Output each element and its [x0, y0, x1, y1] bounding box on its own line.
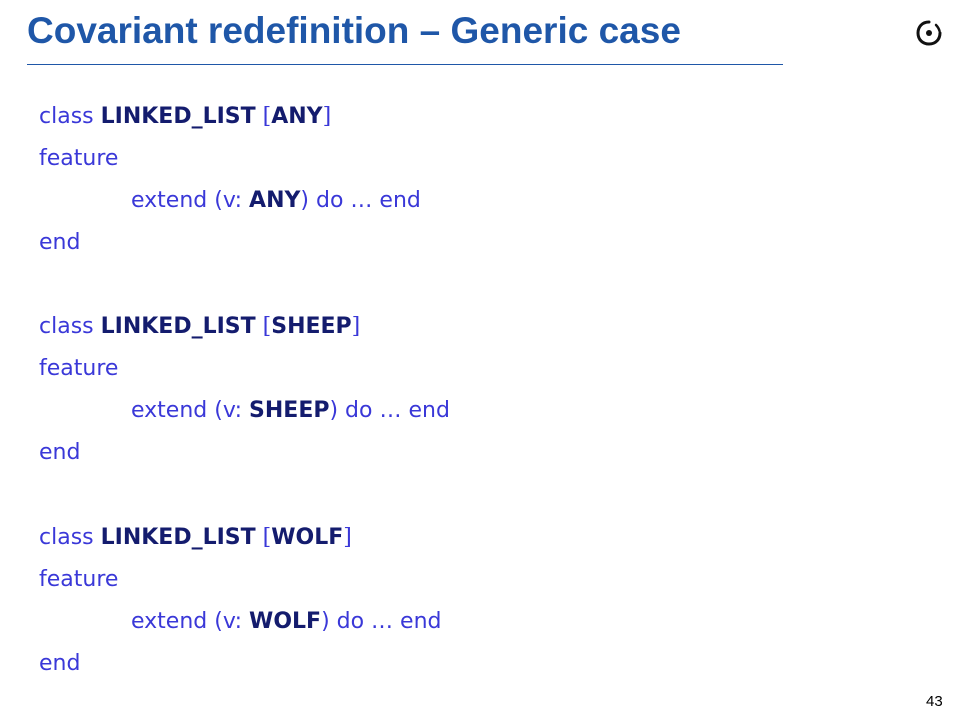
open-bracket: [ [262, 104, 272, 129]
keyword-end: end [39, 440, 81, 465]
generic-parameter: ANY [271, 104, 323, 129]
extend-signature: extend (v: [131, 609, 243, 634]
class-name: LINKED_LIST [100, 525, 256, 550]
class-name: LINKED_LIST [100, 104, 256, 129]
class-name: LINKED_LIST [100, 314, 256, 339]
keyword-class: class [39, 525, 94, 550]
extend-signature: extend (v: [131, 398, 243, 423]
class-declaration-line: class LINKED_LIST [ANY] [39, 102, 331, 132]
end-line: end [39, 228, 80, 258]
close-bracket: ] [351, 314, 361, 339]
routine-body: ) do … end [300, 188, 421, 213]
argument-type: WOLF [249, 609, 322, 634]
feature-line: feature [39, 144, 118, 174]
slide-title: Covariant redefinition – Generic case [27, 10, 681, 51]
title-underline [27, 64, 783, 65]
extend-routine-line: extend (v: WOLF) do … end [131, 607, 442, 637]
generic-parameter: WOLF [271, 525, 344, 550]
routine-body: ) do … end [321, 609, 442, 634]
keyword-feature: feature [39, 567, 119, 592]
extend-signature: extend (v: [131, 188, 243, 213]
open-bracket: [ [262, 525, 272, 550]
keyword-class: class [39, 314, 94, 339]
end-line: end [39, 438, 80, 468]
keyword-feature: feature [39, 146, 119, 171]
extend-routine-line: extend (v: ANY) do … end [131, 186, 421, 216]
argument-type: ANY [249, 188, 301, 213]
end-line: end [39, 649, 80, 679]
generic-parameter: SHEEP [271, 314, 352, 339]
feature-line: feature [39, 565, 118, 595]
close-bracket: ] [322, 104, 332, 129]
routine-body: ) do … end [329, 398, 450, 423]
keyword-feature: feature [39, 356, 119, 381]
code-listing: class LINKED_LIST [ANY] feature extend (… [39, 0, 919, 720]
class-declaration-line: class LINKED_LIST [SHEEP] [39, 312, 360, 342]
open-bracket: [ [262, 314, 272, 339]
extend-routine-line: extend (v: SHEEP) do … end [131, 396, 450, 426]
page-number: 43 [926, 693, 943, 710]
keyword-end: end [39, 230, 81, 255]
close-bracket: ] [343, 525, 352, 550]
keyword-end: end [39, 651, 81, 676]
keyword-class: class [39, 104, 94, 129]
eiffel-logo-icon [916, 20, 942, 46]
class-declaration-line: class LINKED_LIST [WOLF] [39, 523, 352, 553]
argument-type: SHEEP [249, 398, 330, 423]
feature-line: feature [39, 354, 118, 384]
